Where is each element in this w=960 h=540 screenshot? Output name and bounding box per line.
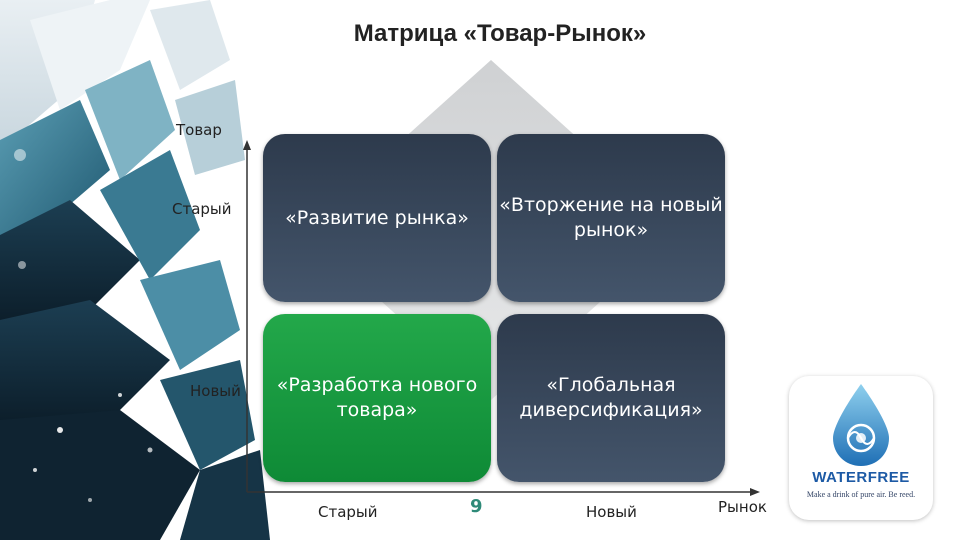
logo-brand-name: WATERFREE xyxy=(812,469,910,486)
x-label-new: Новый xyxy=(586,503,637,521)
y-label-new: Новый xyxy=(190,382,241,400)
x-label-old: Старый xyxy=(318,503,378,521)
x-axis-label: Рынок xyxy=(718,498,767,516)
cell-diversification: «Глобальная диверсификация» xyxy=(497,314,725,482)
cell-product-development: «Разработка нового товара» xyxy=(263,314,491,482)
slide-title: Матрица «Товар-Рынок» xyxy=(353,20,647,47)
waterfree-logo: WATERFREE Make a drink of pure air. Be r… xyxy=(789,376,933,520)
cell-label: «Вторжение на новый рынок» xyxy=(499,194,723,241)
logo-tagline: Make a drink of pure air. Be reed. xyxy=(806,490,916,499)
water-drop-icon xyxy=(833,384,889,466)
cell-market-development: «Развитие рынка» xyxy=(263,134,491,302)
cell-label: «Разработка нового товара» xyxy=(276,374,478,421)
y-label-old: Старый xyxy=(172,200,232,218)
cell-label: «Глобальная диверсификация» xyxy=(519,374,703,421)
cell-label: «Развитие рынка» xyxy=(285,206,469,229)
page-number: 9 xyxy=(470,496,483,517)
cell-market-invasion: «Вторжение на новый рынок» xyxy=(497,134,725,302)
y-axis-label: Товар xyxy=(176,121,222,139)
